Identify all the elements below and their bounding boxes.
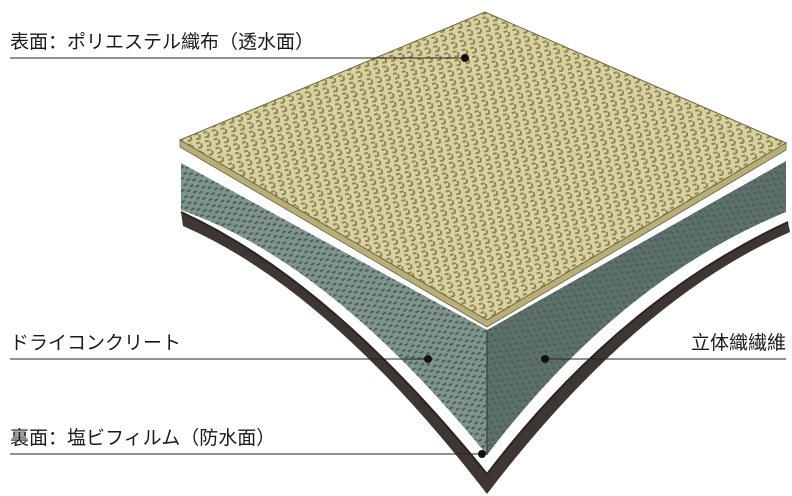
leader-surface-dot [461, 54, 469, 62]
concrete-right-face [487, 161, 786, 455]
backing-edge [180, 211, 789, 476]
leader-back-dot [478, 450, 486, 458]
leader-dry-concrete-dot [424, 355, 432, 363]
label-surface: 表面：ポリエステル織布（透水面） [10, 31, 314, 53]
leader-fiber-dot [541, 355, 549, 363]
label-fiber: 立体織繊維 [691, 332, 786, 354]
label-dry-concrete: ドライコンクリート [10, 332, 181, 354]
label-back: 裏面：塩ビフィルム（防水面） [10, 427, 275, 449]
top-fabric-edge [179, 139, 787, 328]
concrete-left-face [181, 163, 487, 455]
